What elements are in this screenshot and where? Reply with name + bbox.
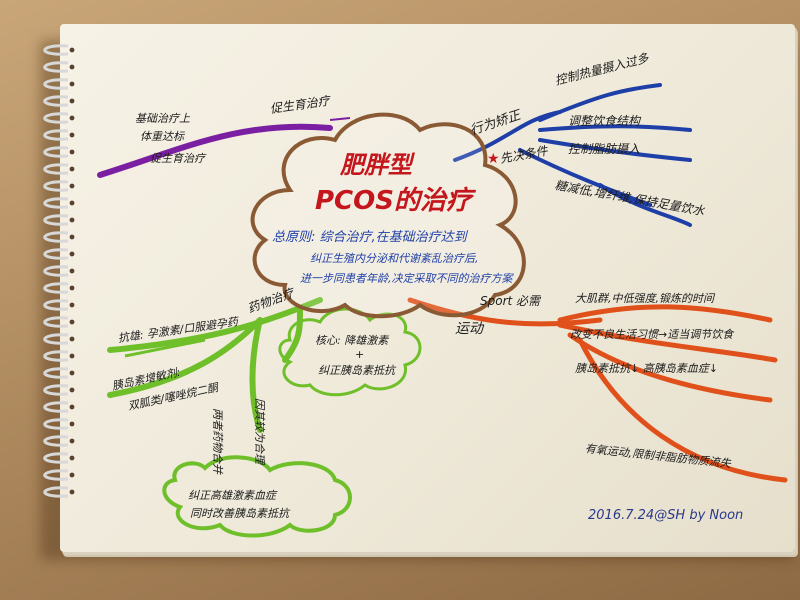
drug-branch: [107, 297, 323, 433]
drug-vertical-2: 两者药物合并: [211, 408, 224, 474]
fertility-text2: 体重达标: [140, 130, 184, 143]
sport-item-2: 改变不良生活习惯→适当调节饮食: [570, 328, 734, 341]
drug-vertical-1: 因其较为合理: [253, 398, 266, 464]
behavior-item-2: 调整饮食结构: [568, 114, 641, 128]
behavior-branch: [453, 83, 692, 227]
fertility-branch: [97, 123, 333, 178]
drug-bottom-2: 同时改善胰岛素抵抗: [190, 507, 289, 520]
sport-branch: [407, 297, 788, 483]
title-line2: PCOS的治疗: [315, 186, 472, 216]
principle-line3: 进一步同患者年龄,决定采取不同的治疗方案: [300, 272, 513, 285]
fertility-text1: 基础治疗上: [135, 112, 190, 125]
drug-core-line2: 纠正胰岛素抵抗: [318, 364, 395, 377]
spiral-binding: [43, 44, 75, 498]
signature: 2016.7.24@SH by Noon: [588, 508, 744, 523]
sport-item-1: 大肌群,中低强度,锻炼的时间: [575, 292, 714, 305]
bottom-cloud: [162, 455, 352, 538]
sport-item-3: 胰岛素抵抗↓ 高胰岛素血症↓: [575, 362, 718, 375]
drug-core-plus: +: [355, 348, 365, 361]
star-icon: ★: [487, 151, 500, 167]
sport-label: 运动: [455, 321, 483, 337]
sport-badge: Sport 必需: [480, 294, 541, 308]
drug-bottom-1: 纠正高雄激素血症: [188, 489, 276, 502]
drug-core: 核心: 降雄激素: [315, 334, 389, 347]
principle-line1: 总原则: 综合治疗,在基础治疗达到: [272, 230, 467, 245]
principle-line2: 纠正生殖内分泌和代谢紊乱治疗后,: [310, 252, 479, 265]
core-cloud: [278, 307, 422, 397]
title-line1: 肥胖型: [340, 151, 412, 179]
main-cloud: [250, 112, 526, 319]
behavior-item-3: 控制脂肪摄入: [568, 142, 641, 156]
fertility-text3: 促生育治疗: [150, 152, 205, 165]
